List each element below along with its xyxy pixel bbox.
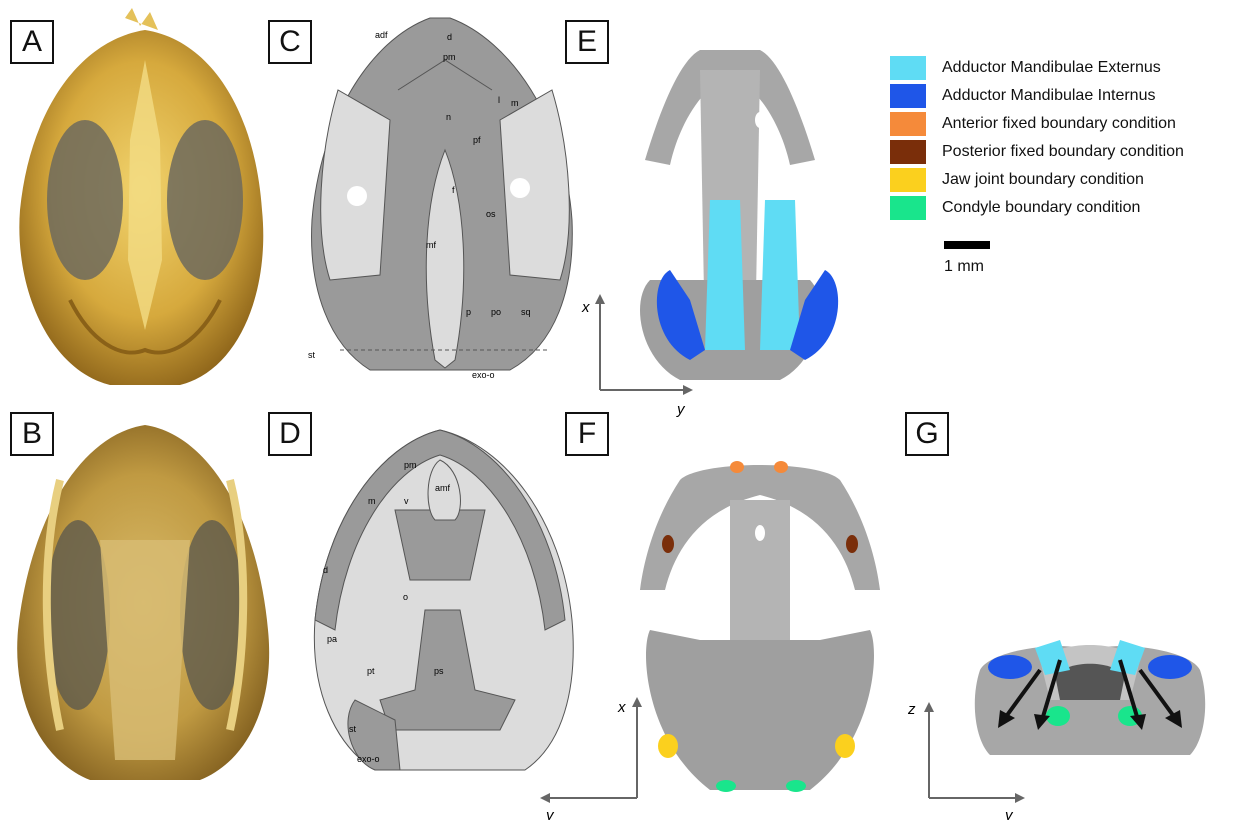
vlabel-m: m [368, 496, 376, 506]
axis-z-g: z [907, 701, 916, 718]
label-os: os [486, 209, 496, 219]
mesh-boundary-conditions [620, 440, 900, 800]
label-po: po [491, 307, 501, 317]
axis-y-e: y [676, 401, 686, 418]
scale-bar-line [944, 241, 990, 249]
axis-y-f: y [545, 807, 555, 820]
label-adf: adf [375, 30, 388, 40]
legend-swatch [890, 112, 926, 136]
legend-label: Anterior fixed boundary condition [942, 115, 1176, 133]
legend-item: Jaw joint boundary condition [890, 166, 1184, 194]
legend-label: Condyle boundary condition [942, 199, 1140, 217]
legend: Adductor Mandibulae Externus Adductor Ma… [890, 54, 1184, 222]
axis-x-e: x [581, 299, 590, 316]
label-d: d [447, 32, 452, 42]
scale-bar-label: 1 mm [944, 258, 990, 276]
dorsal-skull-drawing: adf d pm l m n pf f os mf p po sq st exo… [300, 0, 590, 400]
axis-gizmo-e: x y [580, 290, 700, 420]
legend-item: Posterior fixed boundary condition [890, 138, 1184, 166]
vlabel-ps: ps [434, 666, 444, 676]
vlabel-o: o [403, 592, 408, 602]
legend-swatch [890, 84, 926, 108]
label-mf: mf [426, 240, 436, 250]
label-st: st [308, 350, 316, 360]
legend-item: Adductor Mandibulae Externus [890, 54, 1184, 82]
scale-bar: 1 mm [944, 241, 990, 276]
legend-swatch [890, 140, 926, 164]
legend-label: Jaw joint boundary condition [942, 171, 1144, 189]
label-exo: exo-o [472, 370, 495, 380]
legend-label: Adductor Mandibulae Externus [942, 59, 1161, 77]
label-pm: pm [443, 52, 456, 62]
axis-gizmo-f: x y [530, 690, 660, 820]
panel-label-g: G [905, 412, 949, 456]
axis-x-f: x [617, 699, 626, 716]
fossil-photo-ventral [0, 400, 290, 800]
legend-item: Condyle boundary condition [890, 194, 1184, 222]
legend-swatch [890, 196, 926, 220]
vlabel-pa: pa [327, 634, 337, 644]
label-l: l [498, 95, 500, 105]
legend-item: Anterior fixed boundary condition [890, 110, 1184, 138]
legend-label: Posterior fixed boundary condition [942, 143, 1184, 161]
legend-label: Adductor Mandibulae Internus [942, 87, 1155, 105]
vlabel-pt: pt [367, 666, 375, 676]
fossil-photo-dorsal [0, 0, 290, 400]
legend-item: Adductor Mandibulae Internus [890, 82, 1184, 110]
vlabel-exo: exo-o [357, 754, 380, 764]
vlabel-d: d [323, 565, 328, 575]
vlabel-pm: pm [404, 460, 417, 470]
vlabel-st: st [349, 724, 357, 734]
label-n: n [446, 112, 451, 122]
label-m: m [511, 98, 519, 108]
legend-swatch [890, 56, 926, 80]
vlabel-v: v [404, 496, 409, 506]
label-sq: sq [521, 307, 531, 317]
label-p: p [466, 307, 471, 317]
vlabel-amf: amf [435, 483, 451, 493]
axis-y-g: y [1004, 807, 1014, 820]
axis-gizmo-g: z y [905, 690, 1035, 820]
label-pf: pf [473, 135, 481, 145]
legend-swatch [890, 168, 926, 192]
